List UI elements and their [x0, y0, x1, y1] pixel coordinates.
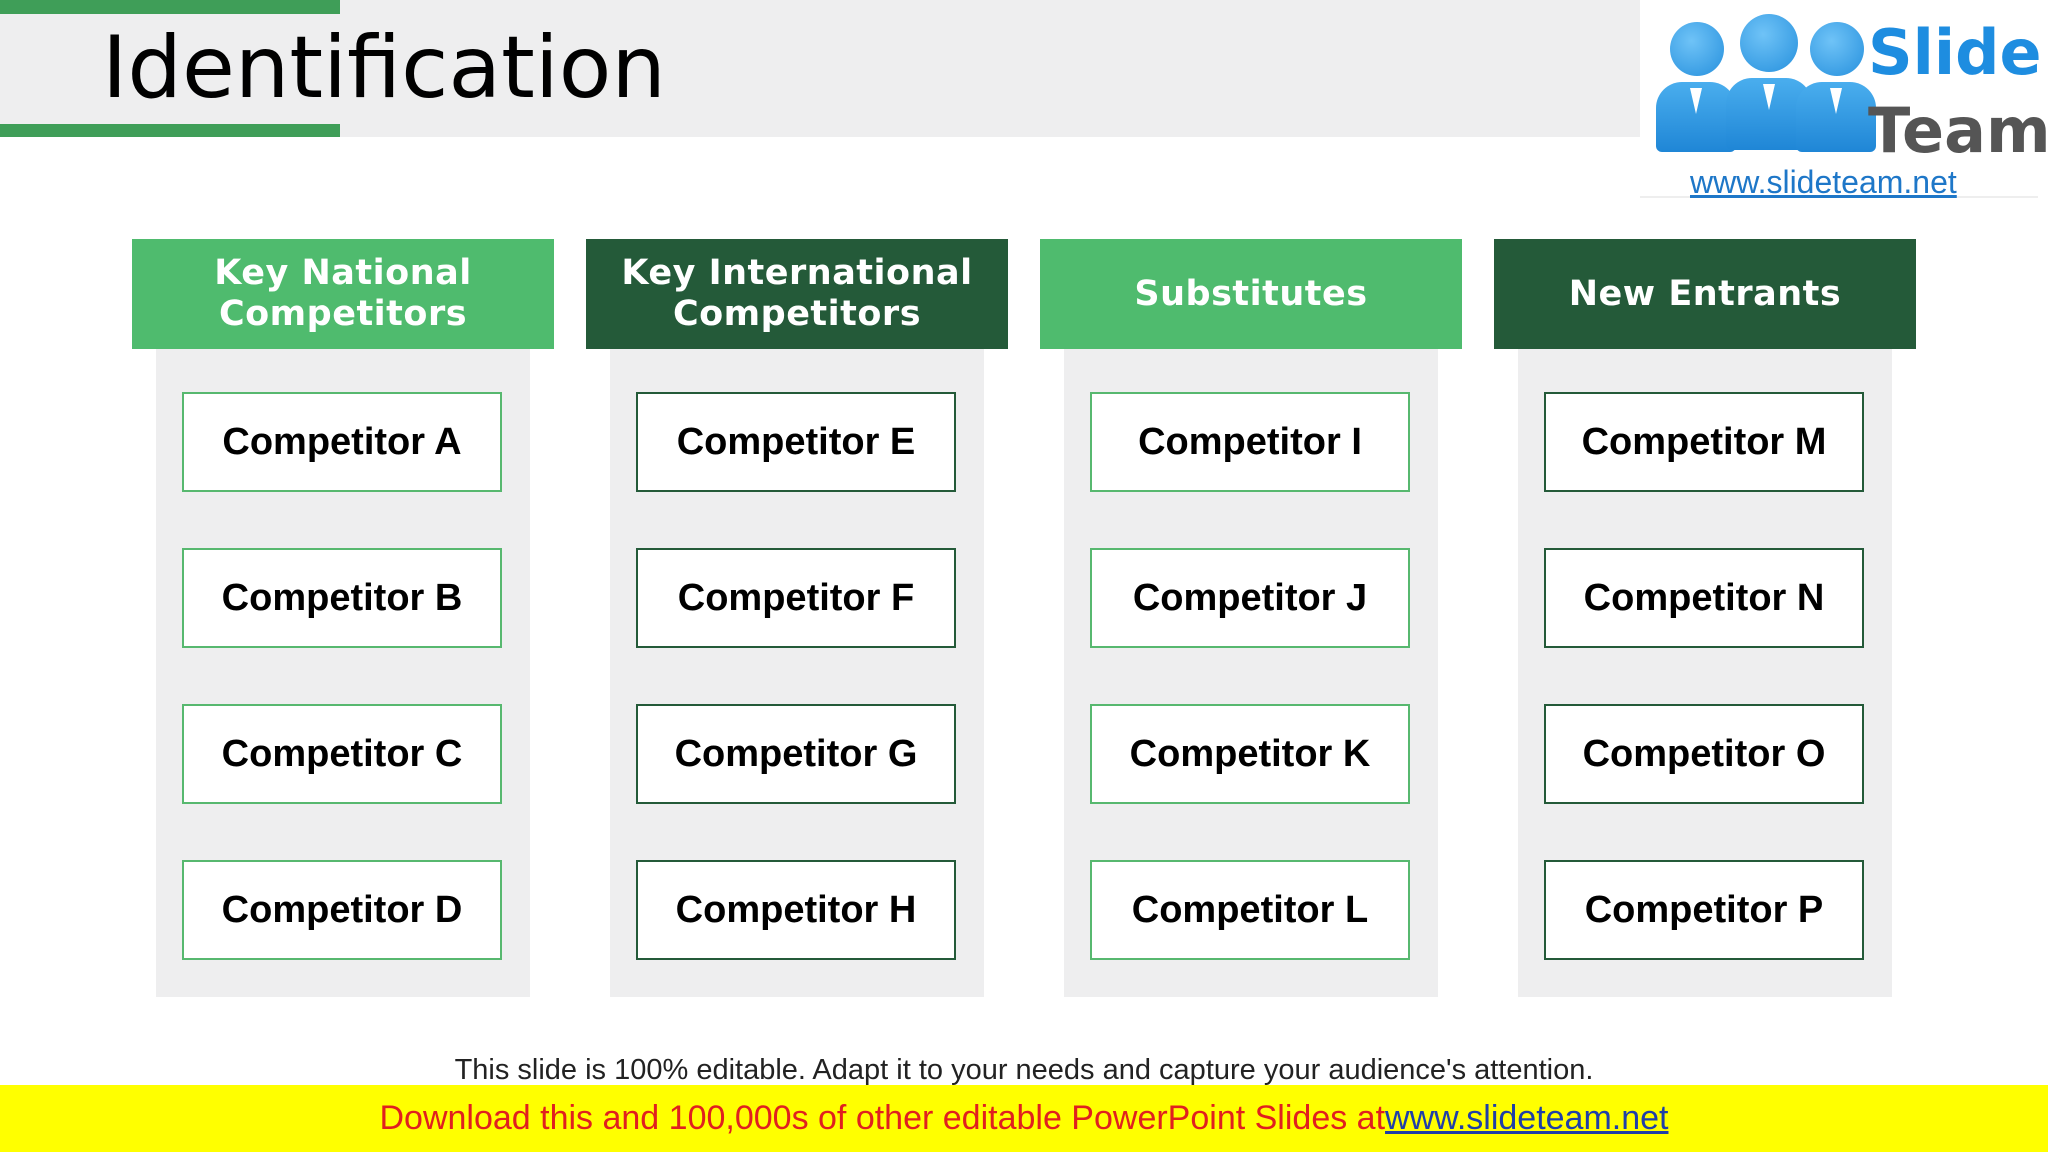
download-banner: Download this and 100,000s of other edit…: [0, 1085, 2048, 1152]
download-banner-text: Download this and 100,000s of other edit…: [379, 1099, 1386, 1137]
column-header: Key International Competitors: [586, 239, 1008, 349]
competitor-box: Competitor I: [1090, 392, 1410, 492]
column-new-entrants: New Entrants Competitor M Competitor N C…: [1494, 239, 1916, 997]
competitor-box: Competitor M: [1544, 392, 1864, 492]
slideteam-logo[interactable]: Slide Team www.slideteam.net: [1640, 0, 2048, 200]
competitor-box: Competitor B: [182, 548, 502, 648]
competitor-box: Competitor O: [1544, 704, 1864, 804]
title-accent-bar-top: [0, 0, 340, 14]
logo-word-slide: Slide: [1868, 16, 2042, 89]
column-header: Substitutes: [1040, 239, 1462, 349]
competitor-box: Competitor N: [1544, 548, 1864, 648]
footer-note: This slide is 100% editable. Adapt it to…: [454, 1054, 1594, 1086]
competitor-box: Competitor C: [182, 704, 502, 804]
column-key-national-competitors: Key National Competitors Competitor A Co…: [132, 239, 554, 997]
page-title: Identification: [102, 18, 666, 118]
competitor-box: Competitor E: [636, 392, 956, 492]
download-banner-link[interactable]: www.slideteam.net: [1385, 1099, 1669, 1137]
competitor-box: Competitor A: [182, 392, 502, 492]
column-substitutes: Substitutes Competitor I Competitor J Co…: [1040, 239, 1462, 997]
logo-word-team: Team: [1868, 94, 2048, 167]
competitor-box: Competitor F: [636, 548, 956, 648]
competitor-box: Competitor P: [1544, 860, 1864, 960]
competitor-box: Competitor L: [1090, 860, 1410, 960]
column-header: Key National Competitors: [132, 239, 554, 349]
competitor-box: Competitor J: [1090, 548, 1410, 648]
competitor-box: Competitor G: [636, 704, 956, 804]
title-accent-bar-bottom: [0, 124, 340, 137]
competitor-box: Competitor H: [636, 860, 956, 960]
column-header: New Entrants: [1494, 239, 1916, 349]
competitor-box: Competitor D: [182, 860, 502, 960]
people-icon: [1656, 14, 1876, 152]
title-band: [0, 0, 1640, 137]
logo-url-link[interactable]: www.slideteam.net: [1690, 164, 1957, 200]
column-key-international-competitors: Key International Competitors Competitor…: [586, 239, 1008, 997]
competitor-box: Competitor K: [1090, 704, 1410, 804]
